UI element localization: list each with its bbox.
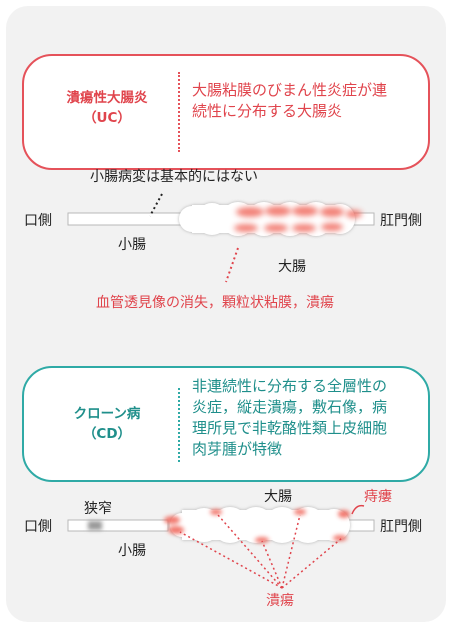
cd-intestine [67, 504, 375, 589]
uc-small-intestine-label: 小腸 [118, 237, 146, 253]
uc-small-intestine-tube [67, 212, 195, 226]
uc-dotted-divider [178, 72, 180, 152]
cd-small-intestine-label: 小腸 [118, 543, 146, 559]
uc-title: 潰瘍性大腸炎 （UC） [38, 88, 176, 128]
cd-small-intestine-tube [67, 519, 169, 532]
cd-large-intestine-body [170, 507, 350, 543]
cd-description-line-3: 理所見で非乾酪性類上皮細胞 [192, 419, 388, 437]
uc-findings-label: 血管透見像の消失，顆粒状粘膜，潰瘍 [96, 295, 334, 311]
cd-description-line-1: 非連続性に分布する全層性の [192, 377, 388, 395]
cd-definition-box: クローン病 （CD） 非連続性に分布する全層性の 炎症，縦走潰瘍，敷石像，病 理… [22, 366, 430, 482]
cd-mouth-side-label: 口側 [24, 519, 52, 535]
uc-note-leader [149, 193, 163, 217]
cd-title: クローン病 （CD） [38, 404, 176, 444]
cd-anus-side-label: 肛門側 [380, 519, 422, 535]
uc-mouth-side-label: 口側 [24, 213, 52, 229]
uc-large-intestine-label: 大腸 [278, 259, 306, 275]
cd-title-name: クローン病 [73, 406, 141, 422]
cd-description-line-2: 炎症，縦走潰瘍，敷石像，病 [192, 398, 388, 416]
cd-stenosis-label: 狭窄 [84, 501, 112, 517]
uc-definition-box: 潰瘍性大腸炎 （UC） 大腸粘膜のびまん性炎症が連 続性に分布する大腸炎 [22, 54, 430, 170]
uc-intestine [67, 193, 375, 283]
uc-description-line-1: 大腸粘膜のびまん性炎症が連 [192, 81, 388, 99]
uc-findings-leader [225, 247, 239, 283]
cd-ulcer-label: 潰瘍 [266, 593, 294, 609]
uc-continuous-inflammation [234, 206, 362, 232]
uc-description: 大腸粘膜のびまん性炎症が連 続性に分布する大腸炎 [192, 80, 422, 122]
uc-large-intestine-body [179, 202, 355, 236]
uc-small-intestine-note: 小腸病変は基本的にはない [90, 169, 258, 185]
cd-description-line-4: 肉芽腫が特徴 [192, 440, 283, 458]
uc-anus-side-label: 肛門側 [380, 213, 422, 229]
cd-dotted-divider [178, 388, 180, 462]
cd-ulcer-leaders [179, 514, 343, 589]
uc-title-name: 潰瘍性大腸炎 [66, 90, 148, 106]
uc-title-abbrev: （UC） [83, 110, 131, 126]
cd-skip-lesions [164, 509, 350, 543]
cd-title-abbrev: （CD） [82, 426, 132, 442]
cd-description: 非連続性に分布する全層性の 炎症，縦走潰瘍，敷石像，病 理所見で非乾酪性類上皮細… [192, 376, 422, 460]
cd-fistula-mark [351, 504, 365, 515]
cd-large-intestine-label: 大腸 [264, 489, 292, 505]
uc-description-line-2: 続性に分布する大腸炎 [192, 102, 343, 120]
cd-stenosis-mark [88, 521, 102, 530]
cd-fistula-label: 痔瘻 [364, 489, 392, 505]
